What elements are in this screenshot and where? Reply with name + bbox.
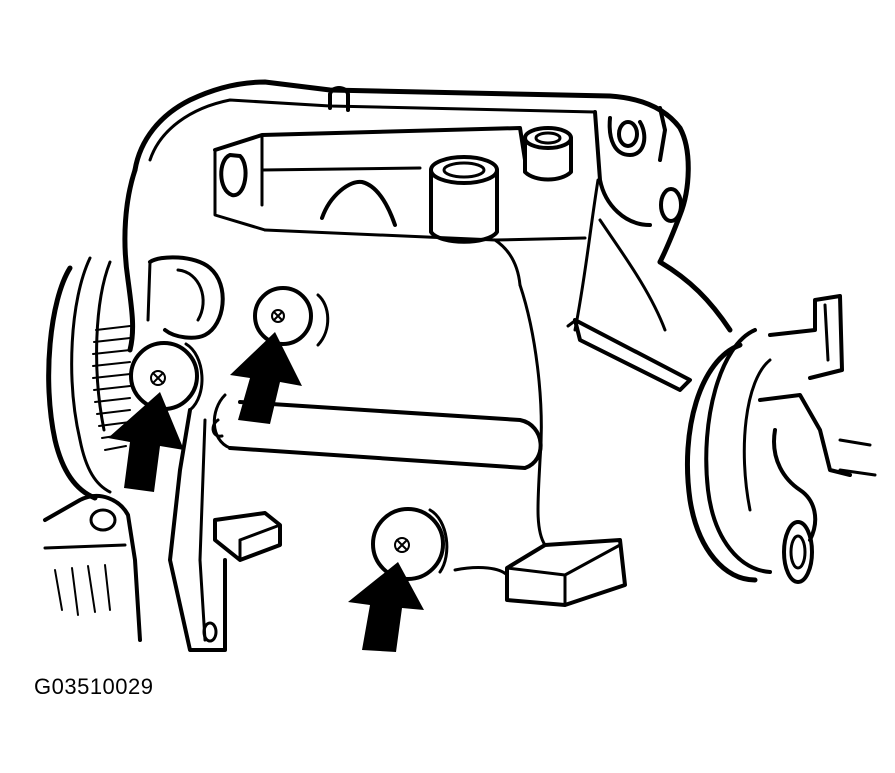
bolt-upper-center — [253, 286, 330, 347]
boss-cylinder-large — [429, 155, 499, 244]
bolt-lower-center — [371, 507, 449, 581]
mount-foot-left — [213, 511, 282, 562]
slot-opening — [146, 255, 225, 340]
bolt-arrow-lower-center — [348, 562, 424, 652]
bolt-arrow-upper-left — [108, 392, 184, 492]
lower-bracket — [43, 408, 227, 652]
left-pulley — [46, 256, 131, 501]
figure-id-label: G03510029 — [34, 674, 154, 699]
housing — [122, 79, 733, 547]
right-pulley — [685, 294, 877, 584]
bolt-arrow-upper-center — [230, 332, 302, 424]
boss-cylinder-small — [523, 126, 573, 182]
angled-strut — [566, 318, 692, 392]
mount-foot-right — [453, 538, 627, 607]
